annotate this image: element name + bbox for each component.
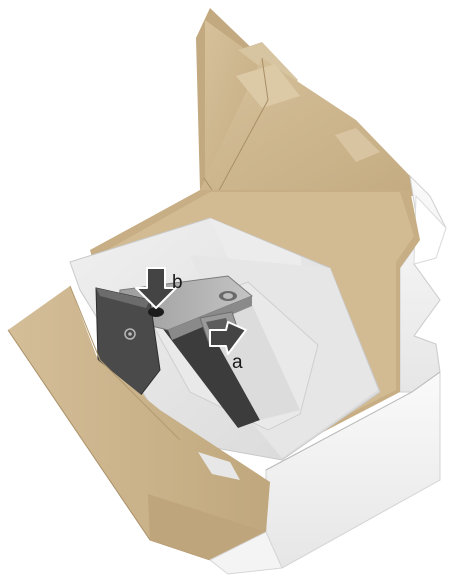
callout-label-a: a — [232, 352, 243, 373]
callout-label-b: b — [172, 272, 183, 293]
box-lid — [196, 8, 430, 196]
